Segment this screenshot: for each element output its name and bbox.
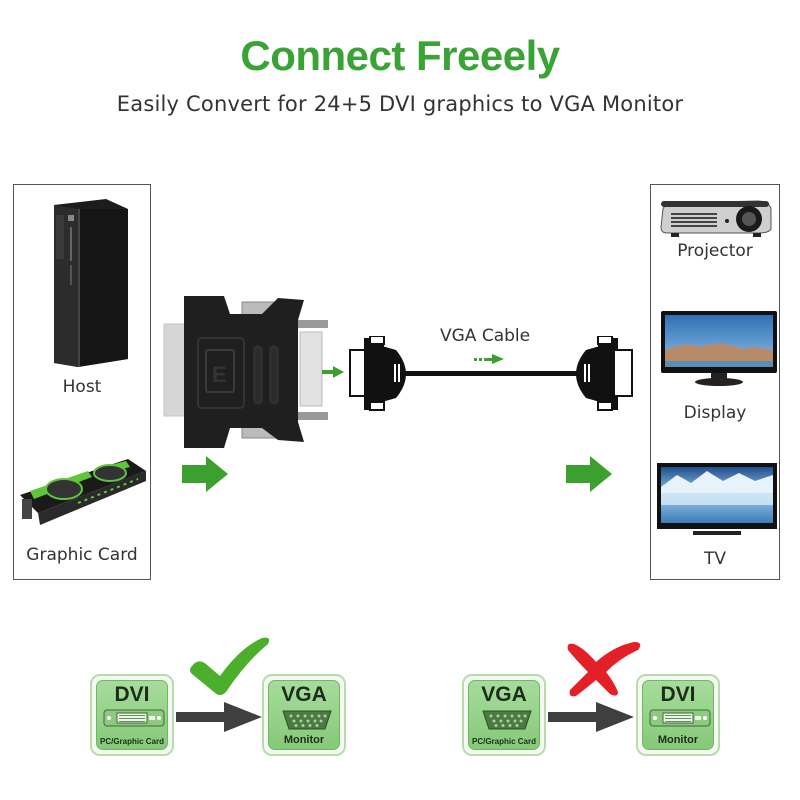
small-arrow-icon (322, 366, 344, 378)
graphics-card-icon (18, 455, 148, 535)
right-arrow-icon (566, 456, 612, 492)
page-subtitle: Easily Convert for 24+5 DVI graphics to … (116, 92, 684, 116)
page-title: Connect Freeely (240, 32, 560, 79)
cable-direction-arrow-icon (474, 354, 504, 364)
badge-subtitle: PC/Graphic Card (471, 737, 536, 746)
vga-cable-label: VGA Cable (440, 326, 531, 346)
badge-title: VGA (481, 683, 527, 706)
checkmark-icon (188, 636, 272, 698)
gray-arrow-icon (176, 700, 262, 734)
source-devices-panel: Host Graphic Card (13, 184, 151, 580)
vga-cable-icon (346, 336, 636, 412)
right-arrow-icon (182, 456, 228, 492)
projector-label: Projector (677, 241, 753, 261)
gray-arrow-icon (548, 700, 634, 734)
display-label: Display (683, 403, 747, 423)
host-label: Host (62, 377, 102, 397)
target-devices-panel: Projector Display (650, 184, 780, 580)
projector-icon (659, 199, 773, 239)
vga-target-badge: VGA Monitor (262, 674, 346, 756)
graphic-card-label: Graphic Card (26, 545, 138, 565)
vga-port-icon (481, 709, 533, 731)
dvi-to-vga-adapter-icon: E (162, 294, 332, 449)
vga-source-badge: VGA PC/Graphic Card (462, 674, 546, 756)
dvi-source-badge: DVI PC/Graphic Card (90, 674, 174, 756)
badge-title: VGA (281, 683, 327, 706)
badge-subtitle: PC/Graphic Card (99, 737, 164, 746)
badge-subtitle: Monitor (283, 734, 325, 746)
dvi-target-badge: DVI Monitor (636, 674, 720, 756)
tv-icon (657, 463, 777, 537)
badge-title: DVI (660, 683, 696, 706)
dvi-port-icon (649, 709, 711, 727)
monitor-icon (661, 311, 777, 387)
cross-icon (562, 640, 644, 698)
badge-title: DVI (114, 683, 150, 706)
tv-label: TV (703, 549, 726, 569)
vga-port-icon (281, 709, 333, 731)
dvi-port-icon (103, 709, 165, 727)
desktop-tower-icon (38, 199, 132, 369)
svg-text:E: E (212, 362, 227, 387)
badge-subtitle: Monitor (657, 734, 699, 746)
